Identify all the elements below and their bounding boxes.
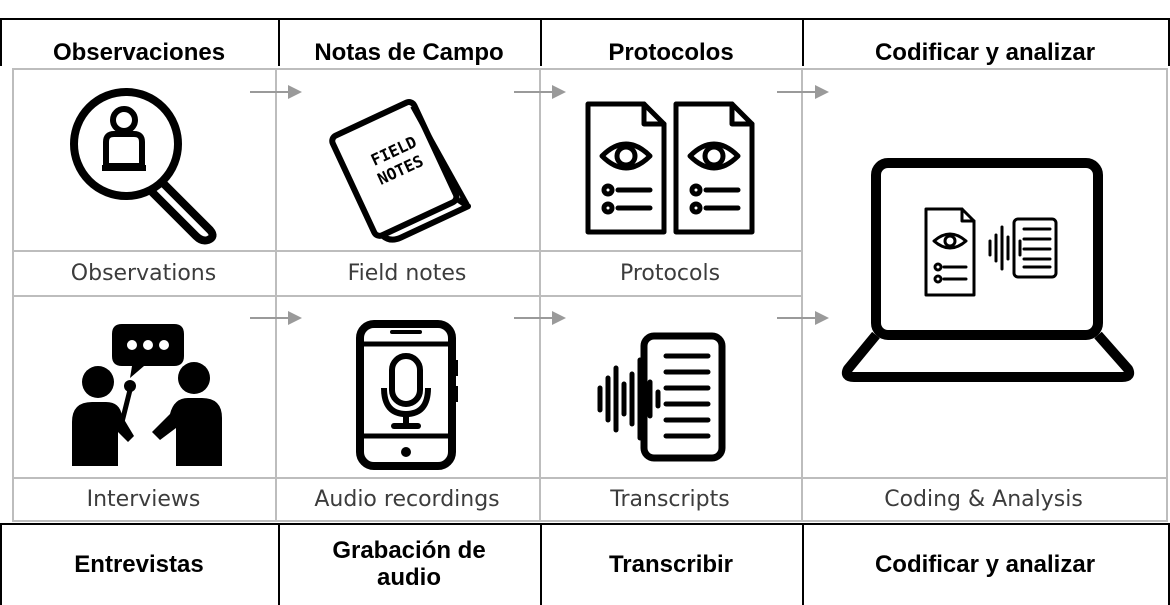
header-bottom-divider — [1168, 523, 1170, 605]
arrow-icon — [777, 311, 829, 325]
grid-line — [12, 520, 1168, 522]
arrow-icon — [250, 85, 302, 99]
header-top-divider — [540, 18, 542, 66]
magnifier-person-icon — [70, 88, 217, 245]
phone-microphone-icon — [356, 320, 458, 470]
laptop-analysis-icon — [841, 158, 1135, 382]
arrow-icon — [250, 311, 302, 325]
caption-coding-analysis: Coding & Analysis — [884, 487, 1083, 512]
header-bottom-divider — [540, 523, 542, 605]
grid-line — [12, 295, 802, 297]
header-codificar-top: Codificar y analizar — [874, 38, 1096, 66]
arrow-icon — [777, 85, 829, 99]
people-interview-icon — [72, 324, 222, 466]
grid-line — [1166, 68, 1168, 520]
header-top-divider — [278, 18, 280, 66]
header-grabacion-de-audio: Grabación de audio — [332, 537, 486, 591]
caption-audio-recordings: Audio recordings — [314, 487, 500, 512]
header-notas-de-campo: Notas de Campo — [314, 38, 504, 66]
grid-line — [801, 68, 803, 520]
caption-transcripts: Transcripts — [610, 487, 730, 512]
bottom-header-border — [0, 523, 1170, 525]
header-bottom-divider — [278, 523, 280, 605]
top-border — [0, 18, 1170, 20]
header-entrevistas: Entrevistas — [74, 550, 204, 578]
protocol-documents-icon — [585, 101, 755, 235]
field-notes-book-icon: FIELD NOTES — [329, 99, 472, 243]
grid-line — [12, 477, 1168, 479]
grid-line — [275, 68, 277, 520]
header-bottom-divider — [0, 523, 2, 605]
caption-interviews: Interviews — [86, 487, 201, 512]
header-codificar-bottom: Codificar y analizar — [874, 550, 1096, 578]
grid-line — [12, 68, 1168, 70]
header-top-divider — [802, 18, 804, 66]
arrow-icon — [514, 311, 566, 325]
caption-observations: Observations — [70, 261, 217, 286]
grid-line — [12, 250, 802, 252]
arrow-icon — [514, 85, 566, 99]
header-top-divider — [1168, 18, 1170, 66]
caption-protocols: Protocols — [619, 261, 721, 286]
header-bottom-divider — [802, 523, 804, 605]
header-top-divider — [0, 18, 2, 66]
transcript-soundwave-icon — [597, 332, 726, 462]
header-protocolos: Protocolos — [608, 38, 734, 66]
grid-line — [12, 68, 14, 520]
caption-field-notes: Field notes — [347, 261, 467, 286]
header-observaciones: Observaciones — [52, 38, 226, 66]
header-transcribir: Transcribir — [608, 550, 734, 578]
grid-line — [539, 68, 541, 520]
